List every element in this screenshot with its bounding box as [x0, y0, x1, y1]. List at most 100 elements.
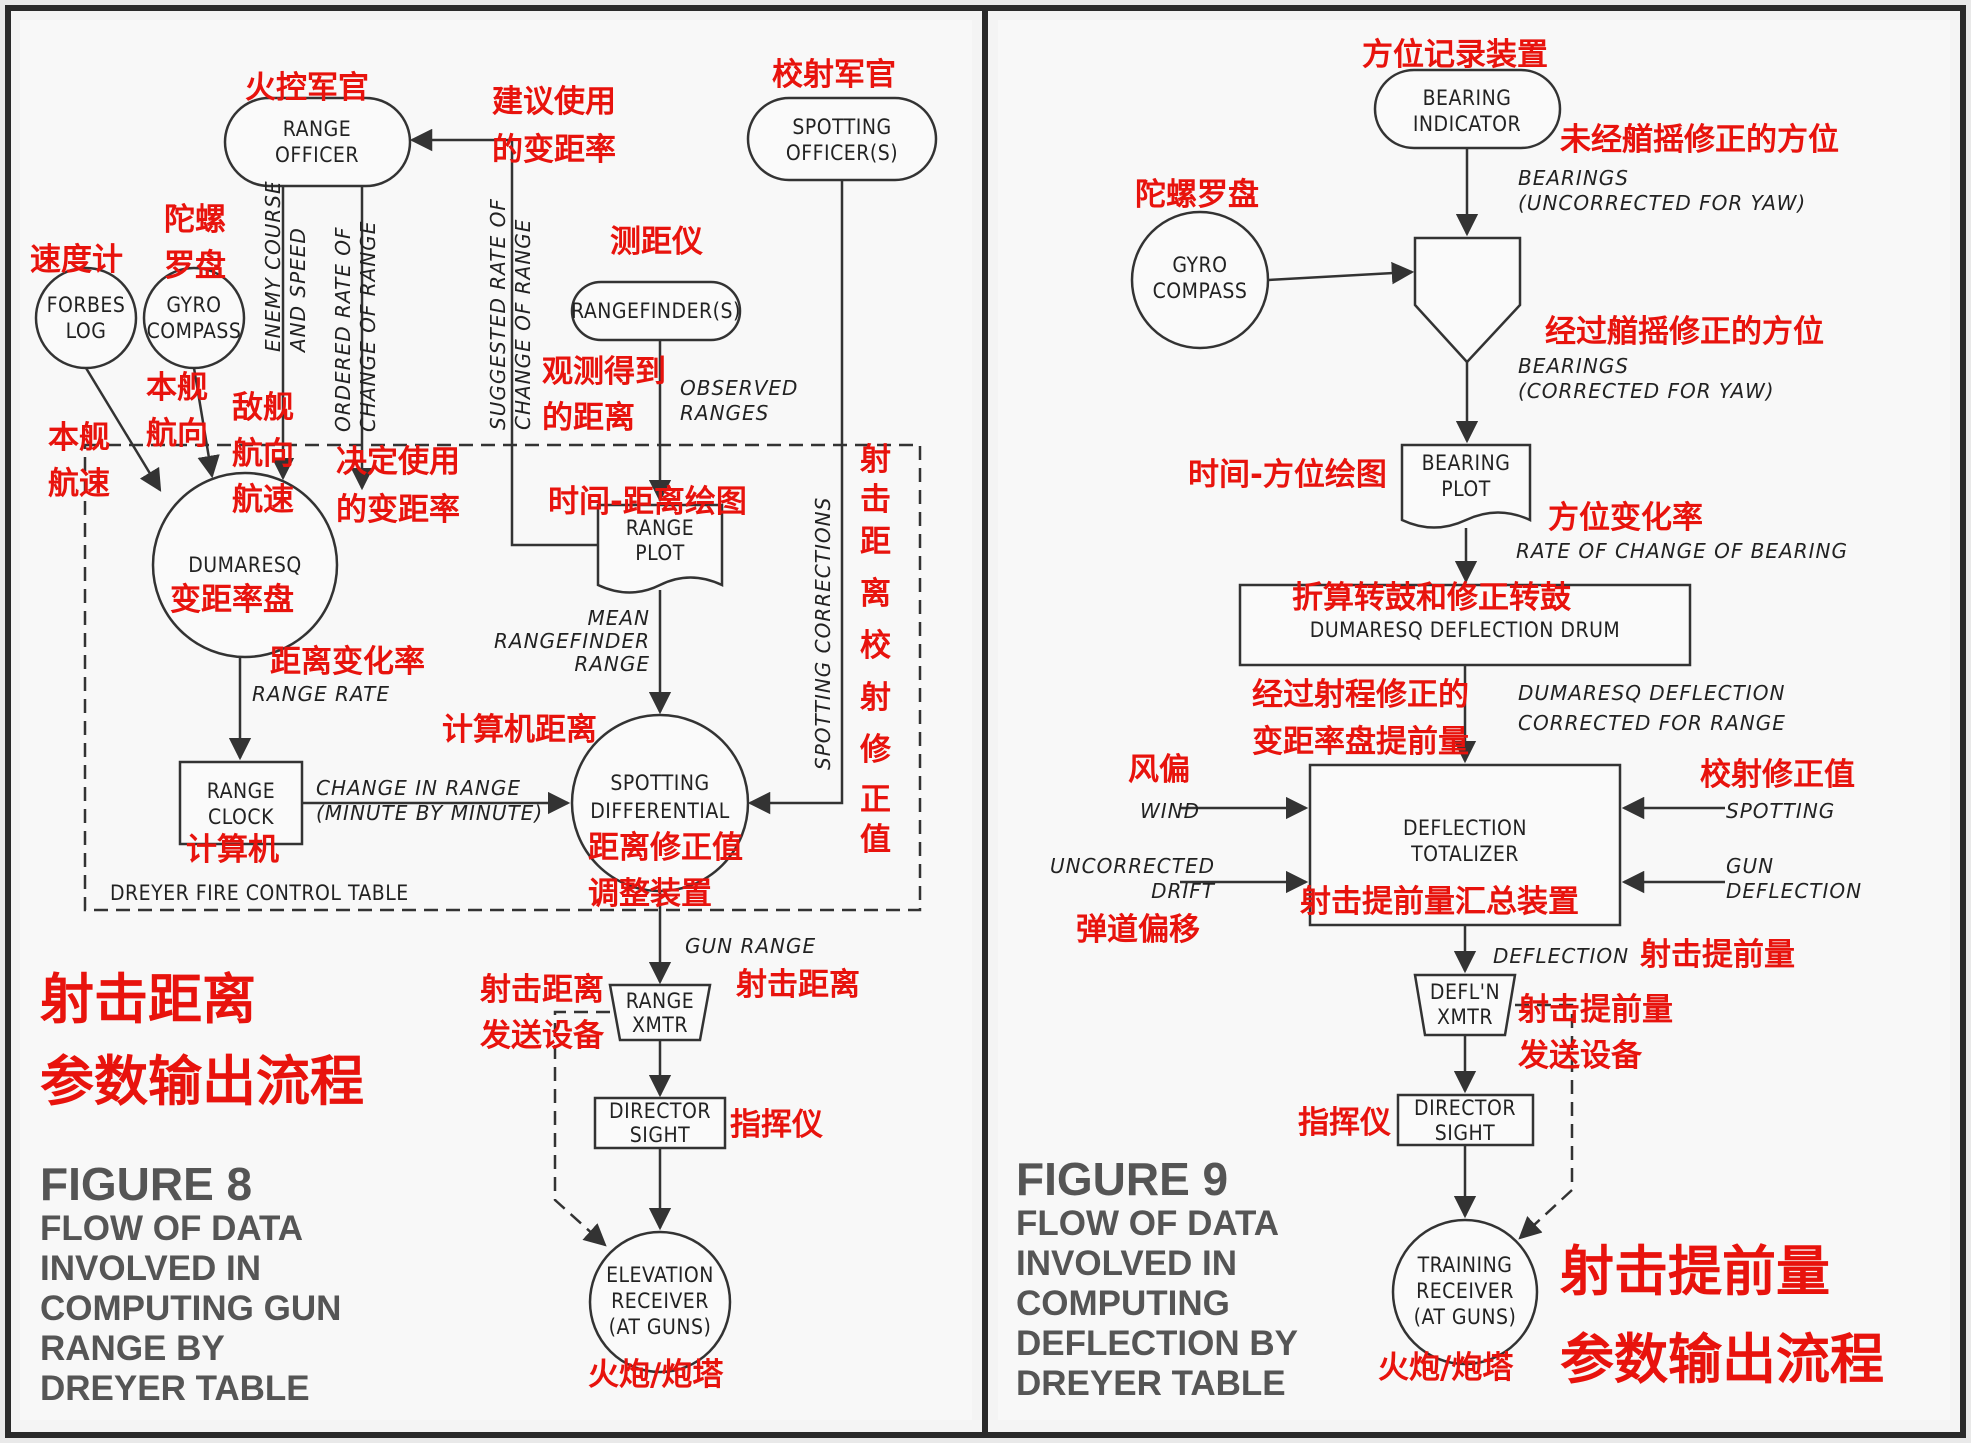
- cn-dumaresq: 变距率盘: [170, 582, 294, 618]
- cn-corrected: 经过艏摇修正的方位: [1545, 314, 1824, 350]
- bearings-uncorrected-label-2: (UNCORRECTED FOR YAW): [1518, 191, 1806, 215]
- figure9-caption-1: FLOW OF DATA: [1016, 1204, 1279, 1243]
- cn-director: 指挥仪: [730, 1107, 823, 1143]
- dumaresq-drum-node: DUMARESQ DEFLECTION DRUM: [1238, 583, 1692, 667]
- cn-drift: 弹道偏移: [1076, 912, 1200, 948]
- cn-computer-range: 计算机距离: [442, 712, 597, 748]
- cn-xmtr-1: 射击提前量: [1517, 992, 1673, 1028]
- gyro-compass-label-1: GYRO: [166, 293, 221, 317]
- bearing-plot-label-2: PLOT: [1441, 477, 1491, 501]
- figure9-caption-3: COMPUTING: [1016, 1284, 1230, 1323]
- spotting-differential-label-1: SPOTTING: [610, 771, 709, 795]
- cn-range-xmtr-1: 射击距离: [479, 972, 604, 1008]
- rangefinder-node: RANGEFINDER(S): [570, 280, 742, 342]
- cn-uncorrected: 未经艏摇修正的方位: [1560, 122, 1839, 158]
- cn-spotting: 校射修正值: [1700, 757, 1855, 793]
- gyro-to-yaw-arrow: [1267, 261, 1415, 285]
- ordered-rate-flow-label-2: CHANGE OF RANGE: [356, 221, 380, 432]
- cn-range-corrected-2: 变距率盘提前量: [1252, 724, 1469, 760]
- cn-bearing-plot: 时间-方位绘图: [1188, 457, 1387, 493]
- deflection-label: DEFLECTION: [1493, 944, 1629, 968]
- cn-wind: 风偏: [1128, 752, 1190, 788]
- figure8-caption-2: INVOLVED IN: [40, 1249, 261, 1288]
- bearings-corrected-label-2: (CORRECTED FOR YAW): [1518, 379, 1775, 403]
- cn-vertical-char-9: 值: [860, 822, 891, 858]
- cn-xmtr-2: 发送设备: [1517, 1038, 1643, 1074]
- cn-figure9-title-1: 射击提前量: [1560, 1240, 1830, 1303]
- bearing-plot-node: BEARING PLOT: [1400, 443, 1532, 529]
- cn-range-rate: 距离变化率: [270, 644, 425, 680]
- cn-director-9: 指挥仪: [1298, 1105, 1391, 1141]
- training-receiver-node: TRAINING RECEIVER (AT GUNS): [1391, 1218, 1539, 1366]
- cn-range-xmtr-2: 发送设备: [479, 1018, 605, 1054]
- range-rate-flow-label: RANGE RATE: [252, 682, 390, 706]
- cn-range-corrected-1: 经过射程修正的: [1252, 677, 1469, 713]
- cn-own-course-2: 航向: [146, 416, 208, 452]
- training-receiver-label-3: (AT GUNS): [1414, 1305, 1517, 1329]
- cn-range-officer: 火控军官: [245, 70, 369, 106]
- rate-bearing-label: RATE OF CHANGE OF BEARING: [1516, 539, 1848, 563]
- forbes-to-dumaresq-arrow: [84, 367, 162, 492]
- cn-gyro-2: 罗盘: [164, 248, 226, 284]
- figure8-caption-3: COMPUTING GUN: [40, 1289, 341, 1328]
- cn-figure8-title-1: 射击距离: [40, 968, 256, 1031]
- cn-guns: 火炮/炮塔: [588, 1357, 724, 1393]
- range-xmtr-node: RANGE XMTR: [608, 983, 712, 1042]
- yaw-correction-node: [1413, 236, 1522, 364]
- figure9: BEARING INDICATOR GYRO COMPASS BEARING P…: [1016, 37, 1884, 1403]
- spotting-officer-label-1: SPOTTING: [792, 115, 891, 139]
- director-sight-label-2: SIGHT: [630, 1123, 690, 1147]
- cn-speed-meter: 速度计: [30, 242, 123, 278]
- figure8-panel: [20, 20, 972, 1420]
- change-in-range-flow-label-1: CHANGE IN RANGE: [316, 776, 521, 800]
- enemy-course-flow-label-1: ENEMY COURSE: [261, 180, 285, 352]
- director-sight-label-1: DIRECTOR: [609, 1099, 711, 1123]
- dumaresq-label: DUMARESQ: [188, 553, 302, 577]
- deflection-totalizer-node: DEFLECTION TOTALIZER: [1308, 763, 1622, 927]
- figure9-caption-5: DREYER TABLE: [1016, 1364, 1286, 1403]
- cn-decided-rate-2: 的变距率: [336, 492, 460, 528]
- mean-range-flow-label-3: RANGE: [574, 652, 650, 676]
- cn-gyro-1: 陀螺: [164, 202, 226, 238]
- gyro-compass-9-label-2: COMPASS: [1153, 279, 1248, 303]
- defln-xmtr-label-1: DEFL'N: [1430, 980, 1500, 1004]
- bearing-indicator-label-2: INDICATOR: [1413, 112, 1521, 136]
- bearing-indicator-node: BEARING INDICATOR: [1373, 68, 1562, 150]
- cn-own-speed-1: 本舰: [48, 420, 110, 456]
- cn-totalizer: 射击提前量汇总装置: [1299, 884, 1579, 920]
- cn-spotting-officer: 校射军官: [772, 57, 896, 93]
- figure8-caption-4: RANGE BY: [40, 1329, 225, 1368]
- xmtr-bypass-dashed-arrow: [553, 1010, 610, 1247]
- cn-vertical-char-7: 修: [859, 732, 892, 768]
- enemy-course-flow-label-2: AND SPEED: [286, 227, 310, 354]
- cn-vertical-char-4: 离: [860, 576, 891, 612]
- dumaresq-corrected-label-2: CORRECTED FOR RANGE: [1518, 711, 1786, 735]
- range-xmtr-label-1: RANGE: [626, 989, 694, 1013]
- suggested-rate-flow-label-2: CHANGE OF RANGE: [511, 219, 535, 430]
- drift-label-1: UNCORRECTED: [1050, 854, 1215, 878]
- figure8-caption-5: DREYER TABLE: [40, 1369, 310, 1408]
- elevation-receiver-node: ELEVATION RECEIVER (AT GUNS): [588, 1230, 732, 1374]
- cn-range-clock: 计算机: [186, 832, 279, 868]
- cn-suggested-1: 建议使用: [492, 84, 616, 120]
- bearing-indicator-label-1: BEARING: [1423, 86, 1512, 110]
- cn-enemy-course-1: 敌舰: [232, 390, 294, 426]
- cn-rate-bearing: 方位变化率: [1548, 500, 1703, 536]
- gun-deflection-label-2: DEFLECTION: [1726, 879, 1862, 903]
- forbes-log-label-2: LOG: [66, 319, 107, 343]
- spotting-differential-node: SPOTTING DIFFERENTIAL: [570, 713, 750, 893]
- dumaresq-corrected-label-1: DUMARESQ DEFLECTION: [1518, 681, 1785, 705]
- elevation-receiver-label-2: RECEIVER: [611, 1289, 709, 1313]
- spotting-corrections-flow-label: SPOTTING CORRECTIONS: [811, 497, 835, 770]
- cn-vertical-char-6: 射: [859, 680, 891, 716]
- wind-label: WIND: [1140, 799, 1200, 823]
- bearings-corrected-label-1: BEARINGS: [1518, 354, 1629, 378]
- gun-deflection-label-1: GUN: [1726, 854, 1774, 878]
- range-clock-label-1: RANGE: [207, 779, 275, 803]
- director-sight-9-label-2: SIGHT: [1435, 1121, 1495, 1145]
- director-sight-9-label-1: DIRECTOR: [1414, 1096, 1516, 1120]
- range-officer-node: RANGE OFFICER: [223, 96, 412, 188]
- spotting-label: SPOTTING: [1726, 799, 1835, 823]
- gyro-compass-node: GYRO COMPASS: [142, 266, 246, 370]
